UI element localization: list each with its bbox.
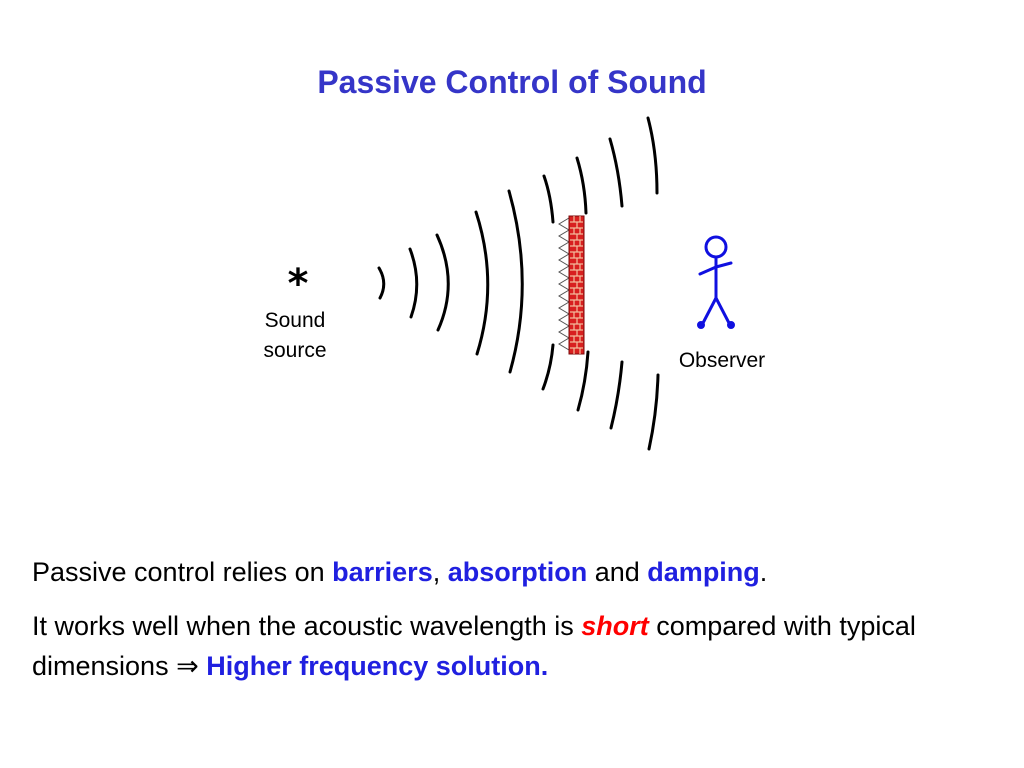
para1-sep2: and	[587, 557, 648, 587]
observer-left-leg	[701, 296, 718, 325]
wave-arc	[474, 210, 490, 356]
wave-arc	[435, 233, 450, 332]
wave-arc	[507, 189, 524, 374]
observer-right-leg	[714, 296, 731, 325]
keyword-barriers: barriers	[332, 557, 433, 587]
wave-arc	[408, 247, 419, 319]
wave-arc	[647, 373, 660, 451]
wave-arc	[576, 350, 590, 412]
brick-barrier	[568, 215, 585, 355]
wave-arc	[609, 360, 624, 430]
slide-title: Passive Control of Sound	[317, 64, 707, 100]
para2-middle: compared with typical dimensions	[32, 611, 916, 681]
keyword-damping: damping	[647, 557, 760, 587]
observer-left-foot	[697, 321, 705, 329]
sound-source-label: Sound source	[240, 306, 350, 366]
keyword-absorption: absorption	[447, 557, 588, 587]
observer-head	[704, 235, 728, 259]
body-paragraph-2: It works well when the acoustic waveleng…	[32, 606, 992, 686]
wave-arc	[575, 156, 588, 215]
observer-right-foot	[727, 321, 735, 329]
observer-arms	[698, 261, 733, 276]
emphasis-short: short	[581, 611, 649, 641]
observer-label: Observer	[678, 349, 766, 372]
implies-arrow: ⇒	[176, 651, 199, 681]
body-paragraph-1: Passive control relies on barriers, abso…	[32, 552, 992, 592]
para1-suffix: .	[759, 557, 768, 587]
sound-source-label-line2: source	[263, 339, 327, 362]
wave-arc	[608, 137, 624, 208]
wave-arc	[377, 266, 386, 300]
para1-prefix: Passive control relies on	[32, 557, 333, 587]
wave-arc	[646, 116, 659, 195]
sound-barrier-diagram	[377, 116, 735, 451]
body-text: Passive control relies on barriers, abso…	[32, 552, 992, 700]
wave-arc	[541, 343, 555, 391]
sound-source-label-line1: Sound	[264, 309, 326, 332]
absorber-zigzag	[558, 217, 570, 351]
observer-figure	[697, 235, 735, 329]
sound-waves	[377, 116, 660, 451]
para1-sep1: ,	[432, 557, 448, 587]
conclusion-text: Higher frequency solution.	[206, 651, 549, 681]
para2-prefix: It works well when the acoustic waveleng…	[32, 611, 582, 641]
wave-arc	[542, 174, 555, 224]
sound-source-symbol: *	[285, 261, 311, 307]
